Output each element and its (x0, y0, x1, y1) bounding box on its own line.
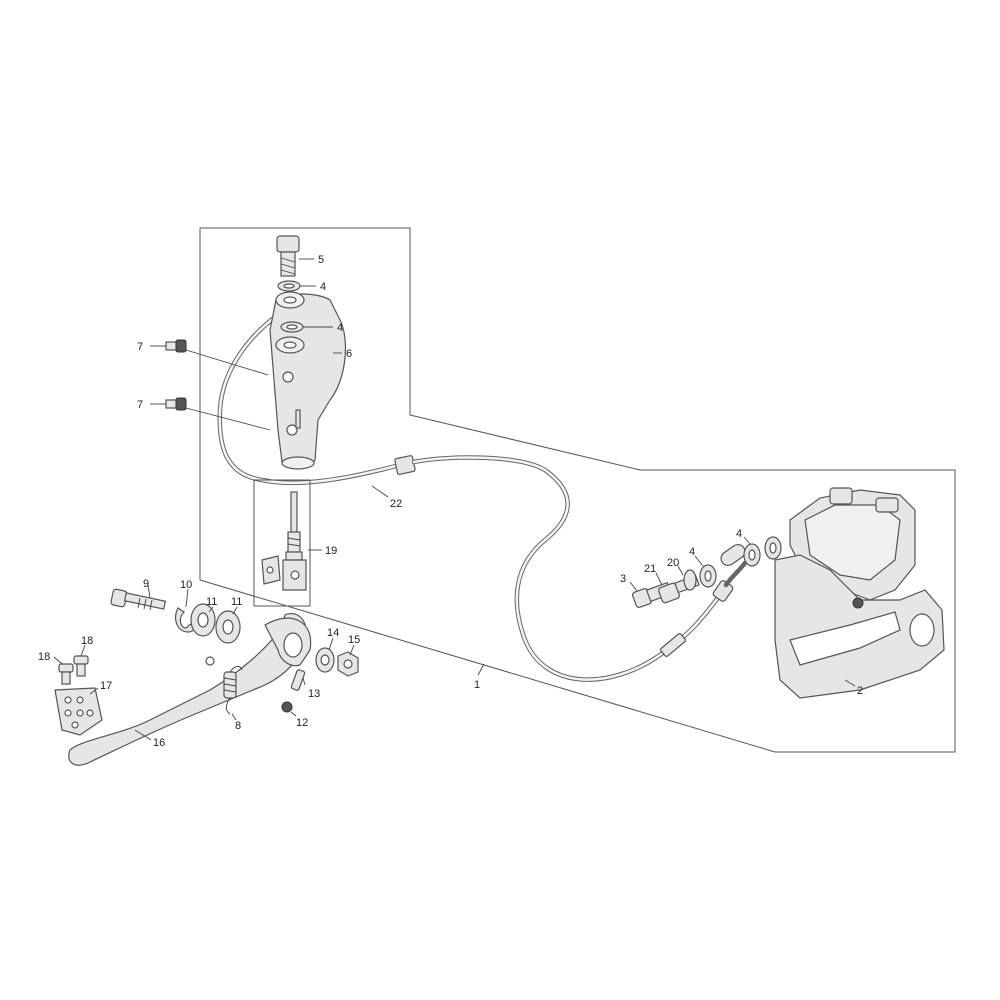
callout-11-left: 11 (206, 596, 217, 608)
tip-bolt-right (73, 655, 89, 677)
caliper-washer-4b (743, 543, 761, 567)
callout-4-caliper-right: 4 (736, 528, 742, 540)
push-rod (261, 491, 307, 591)
callout-15: 15 (348, 634, 360, 646)
assembly-outline (199, 227, 956, 753)
callout-12: 12 (296, 717, 308, 729)
brake-caliper (774, 487, 945, 699)
return-spring (223, 665, 243, 715)
tip-bolt-left (58, 663, 74, 685)
callout-16: 16 (153, 737, 165, 749)
callout-7-lower: 7 (137, 399, 143, 411)
push-rod-box (253, 479, 311, 607)
brake-hose (217, 312, 748, 682)
callout-5: 5 (318, 254, 324, 266)
callout-21: 21 (644, 563, 656, 575)
bushing-right (215, 610, 241, 644)
spring-pin (290, 669, 306, 691)
washer-pedal (315, 647, 335, 673)
callout-7-upper: 7 (137, 341, 143, 353)
banjo-bolt (276, 235, 300, 277)
callout-10: 10 (180, 579, 192, 591)
callout-18-right: 18 (81, 635, 93, 647)
screw-lower (165, 397, 187, 411)
callout-3: 3 (620, 573, 626, 585)
pedal-tip (54, 687, 103, 736)
callout-17: 17 (100, 680, 112, 692)
callout-18-left: 18 (38, 651, 50, 663)
callout-22: 22 (390, 498, 402, 510)
brake-pedal (68, 613, 312, 766)
caliper-washer-4c (764, 536, 782, 560)
callouts: 5 4 4 6 7 7 22 19 9 10 11 11 14 15 13 12… (38, 254, 863, 749)
hose-sleeve-lower (660, 633, 686, 657)
callout-8: 8 (235, 720, 241, 732)
small-nut (281, 701, 293, 713)
callout-6: 6 (346, 348, 352, 360)
master-cylinder (269, 291, 347, 470)
callout-9: 9 (143, 578, 149, 590)
pivot-bolt (110, 588, 167, 611)
callout-4-middle: 4 (337, 322, 343, 334)
callout-14: 14 (327, 627, 339, 639)
callout-4-caliper-left: 4 (689, 546, 695, 558)
callout-11-right: 11 (231, 596, 242, 608)
callout-1: 1 (474, 679, 480, 691)
callout-2: 2 (857, 685, 863, 697)
leader-lines (53, 258, 856, 741)
callout-20: 20 (667, 557, 679, 569)
caliper-washer-4a (699, 564, 717, 588)
callout-4-upper: 4 (320, 281, 326, 293)
callout-19: 19 (325, 545, 337, 557)
banjo-eye (720, 543, 746, 567)
hose-sleeve (394, 455, 416, 475)
caliper-washer (683, 569, 697, 591)
screw-upper (165, 339, 187, 353)
pedal-nut (337, 651, 359, 677)
callout-13: 13 (308, 688, 320, 700)
